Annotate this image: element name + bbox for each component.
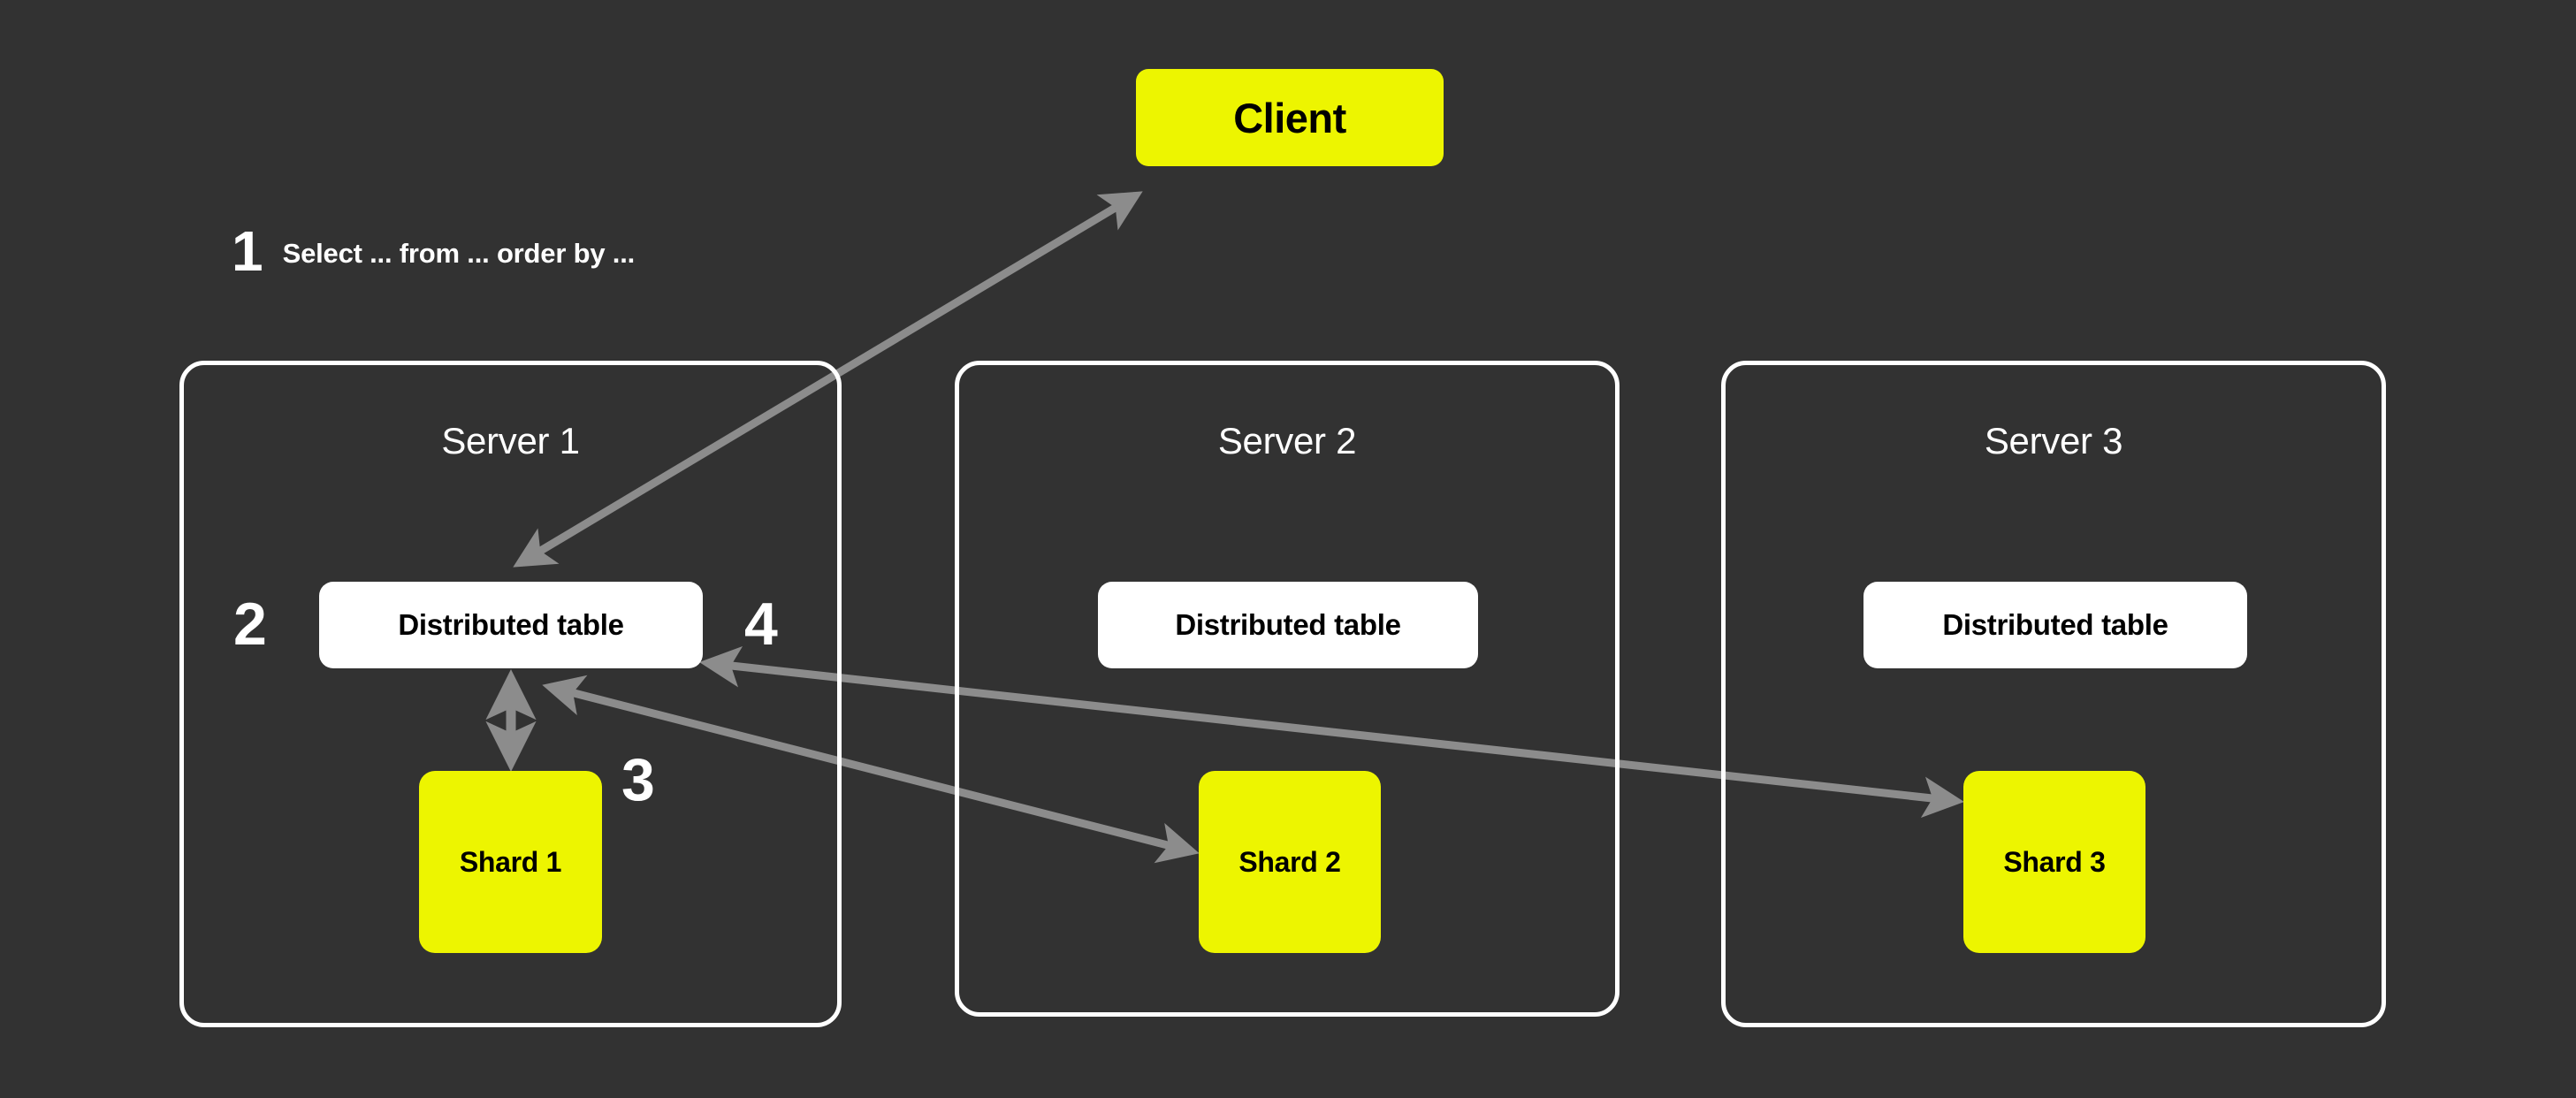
server-panel-1: Server 1 [179,361,842,1027]
step-number-1: 1 [232,219,263,283]
step-1-caption: 1 Select ... from ... order by ... [232,223,635,279]
server-panel-3: Server 3 [1721,361,2386,1027]
distributed-table-label: Distributed table [398,608,624,641]
shard-1-label: Shard 1 [459,845,562,878]
distributed-table-server-3[interactable]: Distributed table [1863,582,2247,668]
server-3-title: Server 3 [1984,420,2123,461]
shard-3-label: Shard 3 [2003,845,2106,878]
server-panel-2: Server 2 [955,361,1620,1017]
step-number-4: 4 [744,591,778,658]
distributed-table-server-2[interactable]: Distributed table [1098,582,1478,668]
distributed-table-label: Distributed table [1175,608,1401,641]
server-2-title: Server 2 [1217,420,1357,461]
shard-2-label: Shard 2 [1238,845,1341,878]
shard-node-3[interactable]: Shard 3 [1963,771,2145,953]
client-node[interactable]: Client [1136,69,1444,166]
step-number-3: 3 [621,746,655,813]
step-number-2: 2 [233,591,267,658]
shard-node-2[interactable]: Shard 2 [1199,771,1381,953]
step-1-query-text: Select ... from ... order by ... [282,238,636,269]
client-label: Client [1233,94,1346,141]
distributed-table-server-1[interactable]: Distributed table [319,582,703,668]
shard-node-1[interactable]: Shard 1 [419,771,602,953]
server-1-title: Server 1 [441,420,580,461]
distributed-table-label: Distributed table [1942,608,2168,641]
